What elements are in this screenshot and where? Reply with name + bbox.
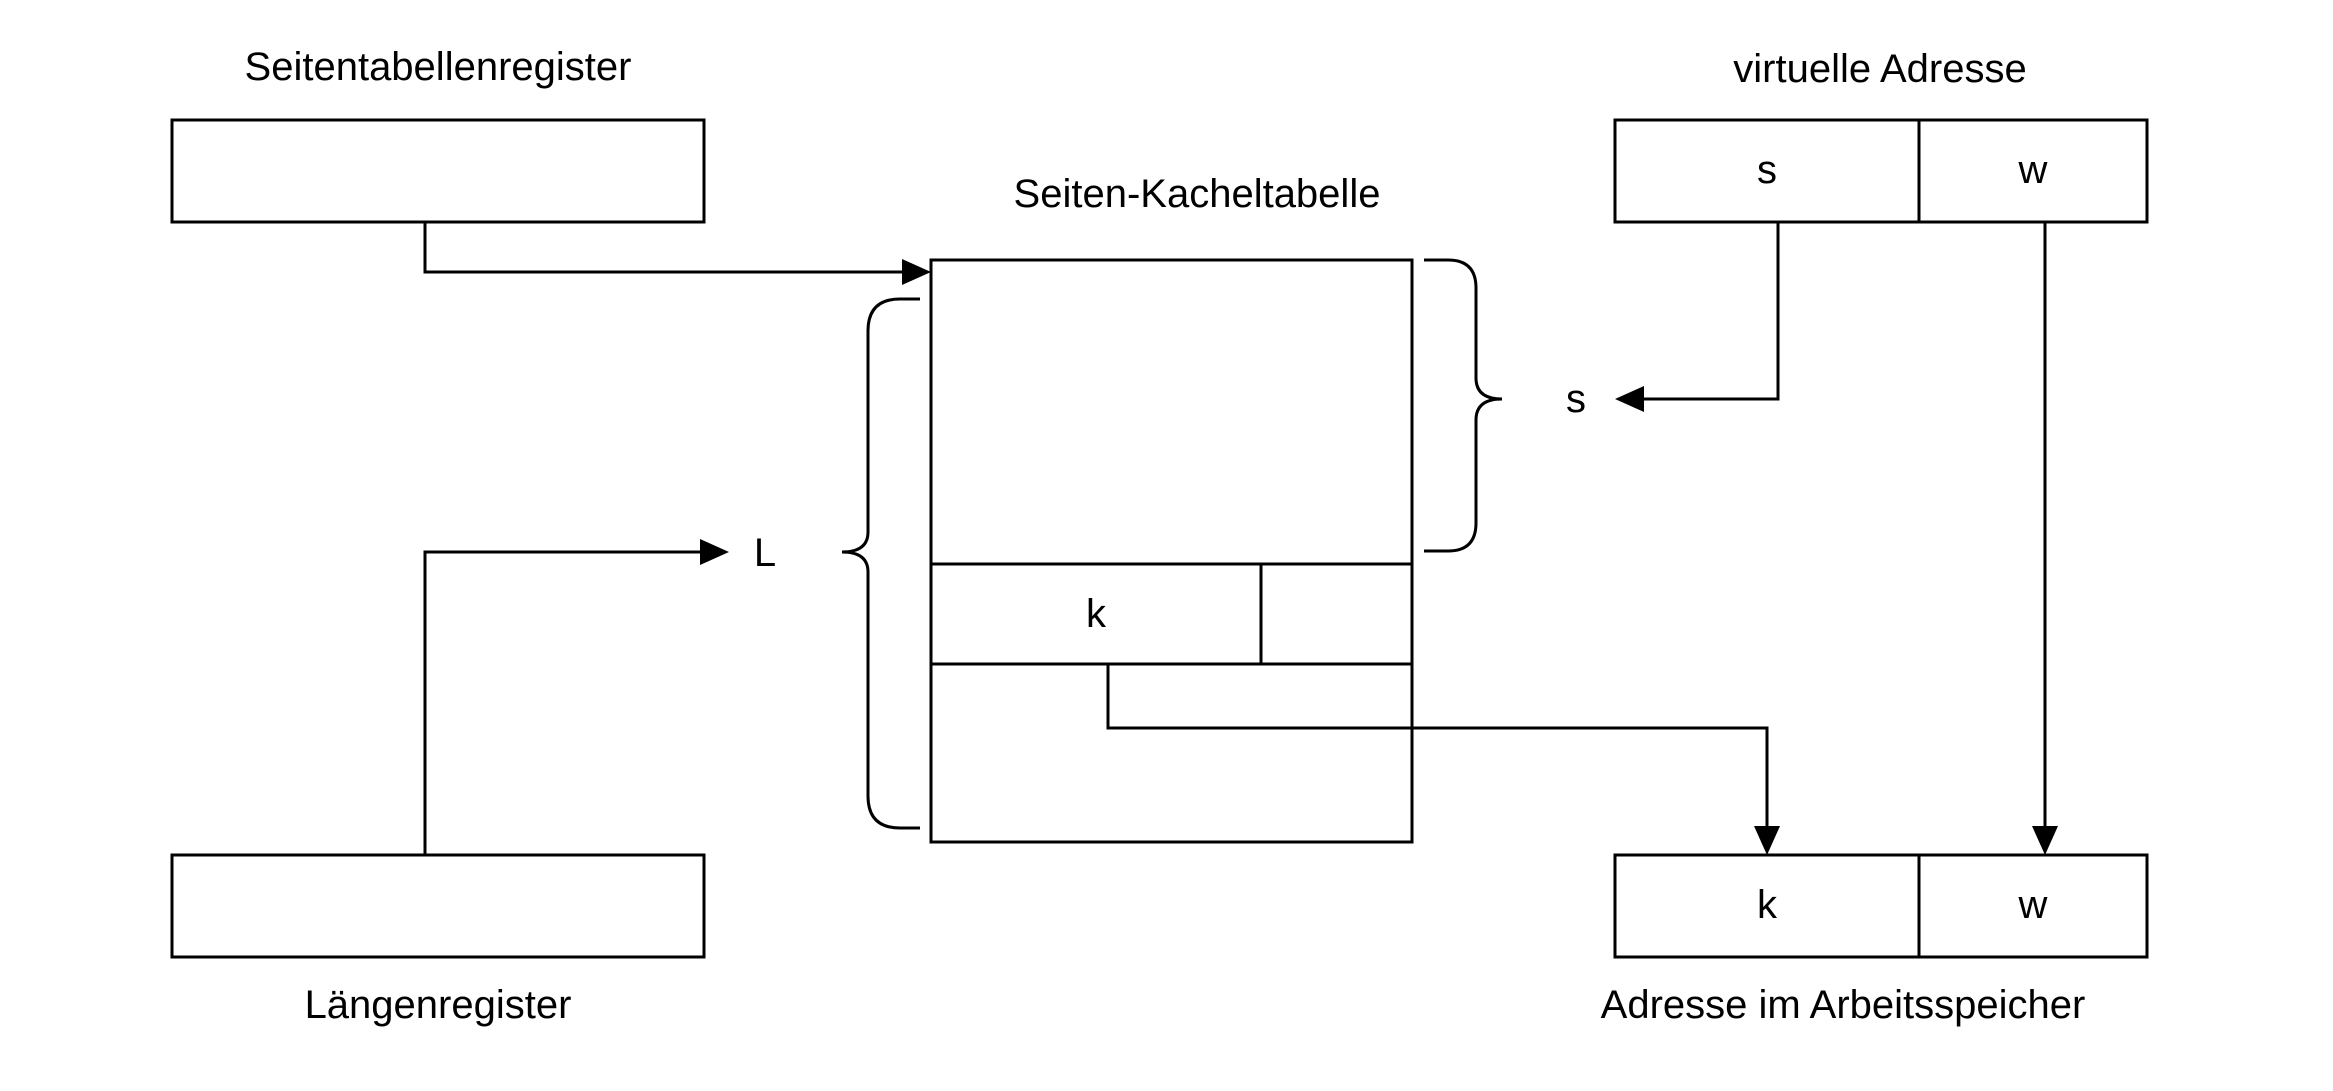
physical-address-box [1613,853,2149,959]
physical-address-frame-field: k [1757,883,1778,927]
page-index-marker: s [1566,377,1586,421]
frame-arrow-head [1754,826,1780,855]
virtual-address-page-field: s [1757,148,1777,192]
frame-arrow-line [1106,664,1769,828]
length-register-label: Längenregister [305,983,572,1027]
page-index-brace [1424,258,1503,553]
length-marker: L [754,531,776,575]
physical-address-label: Adresse im Arbeitsspeicher [1601,983,2086,1027]
page-frame-table-box [929,258,1414,844]
length-arrow-head [700,539,729,565]
table-entry-frame-number: k [1086,592,1107,636]
length-arrow-line [423,550,702,855]
page-frame-table-label: Seiten-Kacheltabelle [1014,172,1381,216]
virtual-address-offset-field: w [2018,148,2048,192]
page-index-arrow-line [1642,222,1780,401]
table-base-arrow-line [423,222,904,274]
length-brace [841,297,920,830]
virtual-address-box [1613,118,2149,224]
table-base-arrow-head [902,259,931,285]
page-index-arrow-head [1615,386,1644,412]
page-table-register-label: Seitentabellenregister [245,45,632,89]
offset-arrow-head [2032,826,2058,855]
page-table-register-box [170,118,706,224]
length-register-box [170,853,706,959]
physical-address-offset-field: w [2018,883,2048,927]
virtual-address-label: virtuelle Adresse [1733,47,2026,91]
